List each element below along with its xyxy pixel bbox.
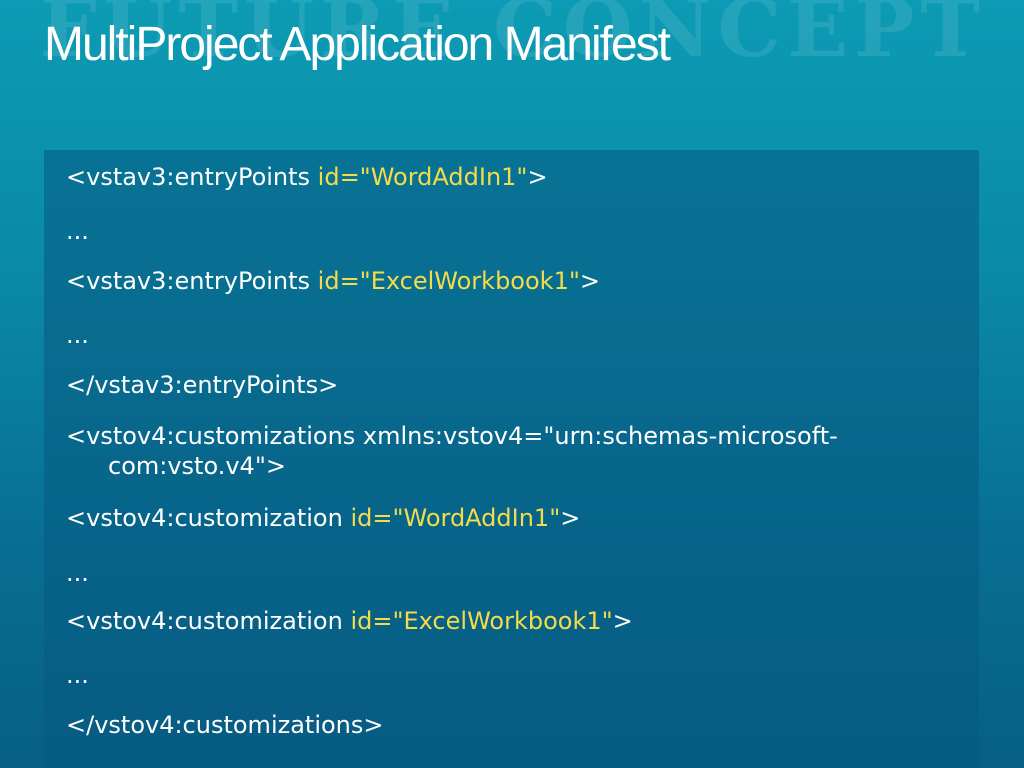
slide-title: MultiProject Application Manifest [44,18,671,71]
code-line: </vstov4:customizations> [66,710,949,740]
code-text: ... [66,217,89,245]
code-text: </vstav3:entryPoints> [66,371,339,399]
code-line: ... [66,558,949,588]
code-tail: > [579,267,600,295]
code-line: ... [66,660,949,690]
code-text: <vstav3:entryPoints [66,163,318,191]
code-attribute: id="ExcelWorkbook1" [317,267,580,295]
code-panel: <vstav3:entryPoints id="WordAddIn1"> ...… [44,150,979,768]
code-line: <vstov4:customizations xmlns:vstov4="urn… [66,421,949,481]
code-tail: > [527,163,548,191]
code-attribute: id="WordAddIn1" [350,504,561,532]
code-attribute: id="WordAddIn1" [317,163,528,191]
code-text: <vstav3:entryPoints [66,267,318,295]
code-text: ... [66,661,89,689]
code-text: </vstov4:customizations> [66,711,384,739]
code-line: <vstov4:customization id="WordAddIn1"> [66,503,949,533]
code-line: ... [66,320,949,350]
code-text: <vstov4:customization [66,607,351,635]
code-attribute: id="ExcelWorkbook1" [350,607,613,635]
code-line: <vstav3:entryPoints id="ExcelWorkbook1"> [66,266,949,296]
code-text: ... [66,321,89,349]
code-line: ... [66,216,949,246]
code-line: <vstav3:entryPoints id="WordAddIn1"> [66,162,949,192]
code-tail: > [612,607,633,635]
code-tail: > [560,504,581,532]
code-line: <vstov4:customization id="ExcelWorkbook1… [66,606,949,636]
watermark-text: FUTURE CONCEPT [40,0,986,68]
code-text: <vstov4:customizations xmlns:vstov4="urn… [66,422,838,480]
code-text: ... [66,559,89,587]
code-text: <vstov4:customization [66,504,351,532]
code-line: </vstav3:entryPoints> [66,370,949,400]
